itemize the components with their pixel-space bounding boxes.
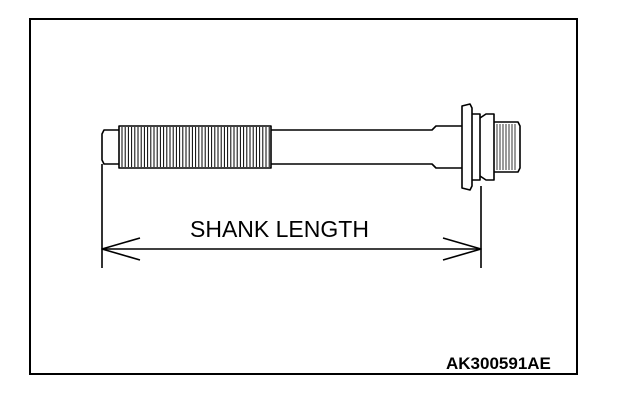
thread-hatching <box>121 127 270 167</box>
head-splines <box>496 124 516 170</box>
bolt-head <box>479 113 495 181</box>
arrowhead-left <box>101 237 141 261</box>
figure-code: AK300591AE <box>446 354 551 373</box>
bolt-tip <box>101 129 119 165</box>
figure-frame <box>29 18 578 375</box>
bolt-flange <box>461 103 473 191</box>
bolt-shank <box>271 125 462 169</box>
bolt-threads-outline <box>118 125 272 169</box>
arrowhead-right <box>442 237 482 261</box>
shank-length-label: SHANK LENGTH <box>190 216 369 242</box>
